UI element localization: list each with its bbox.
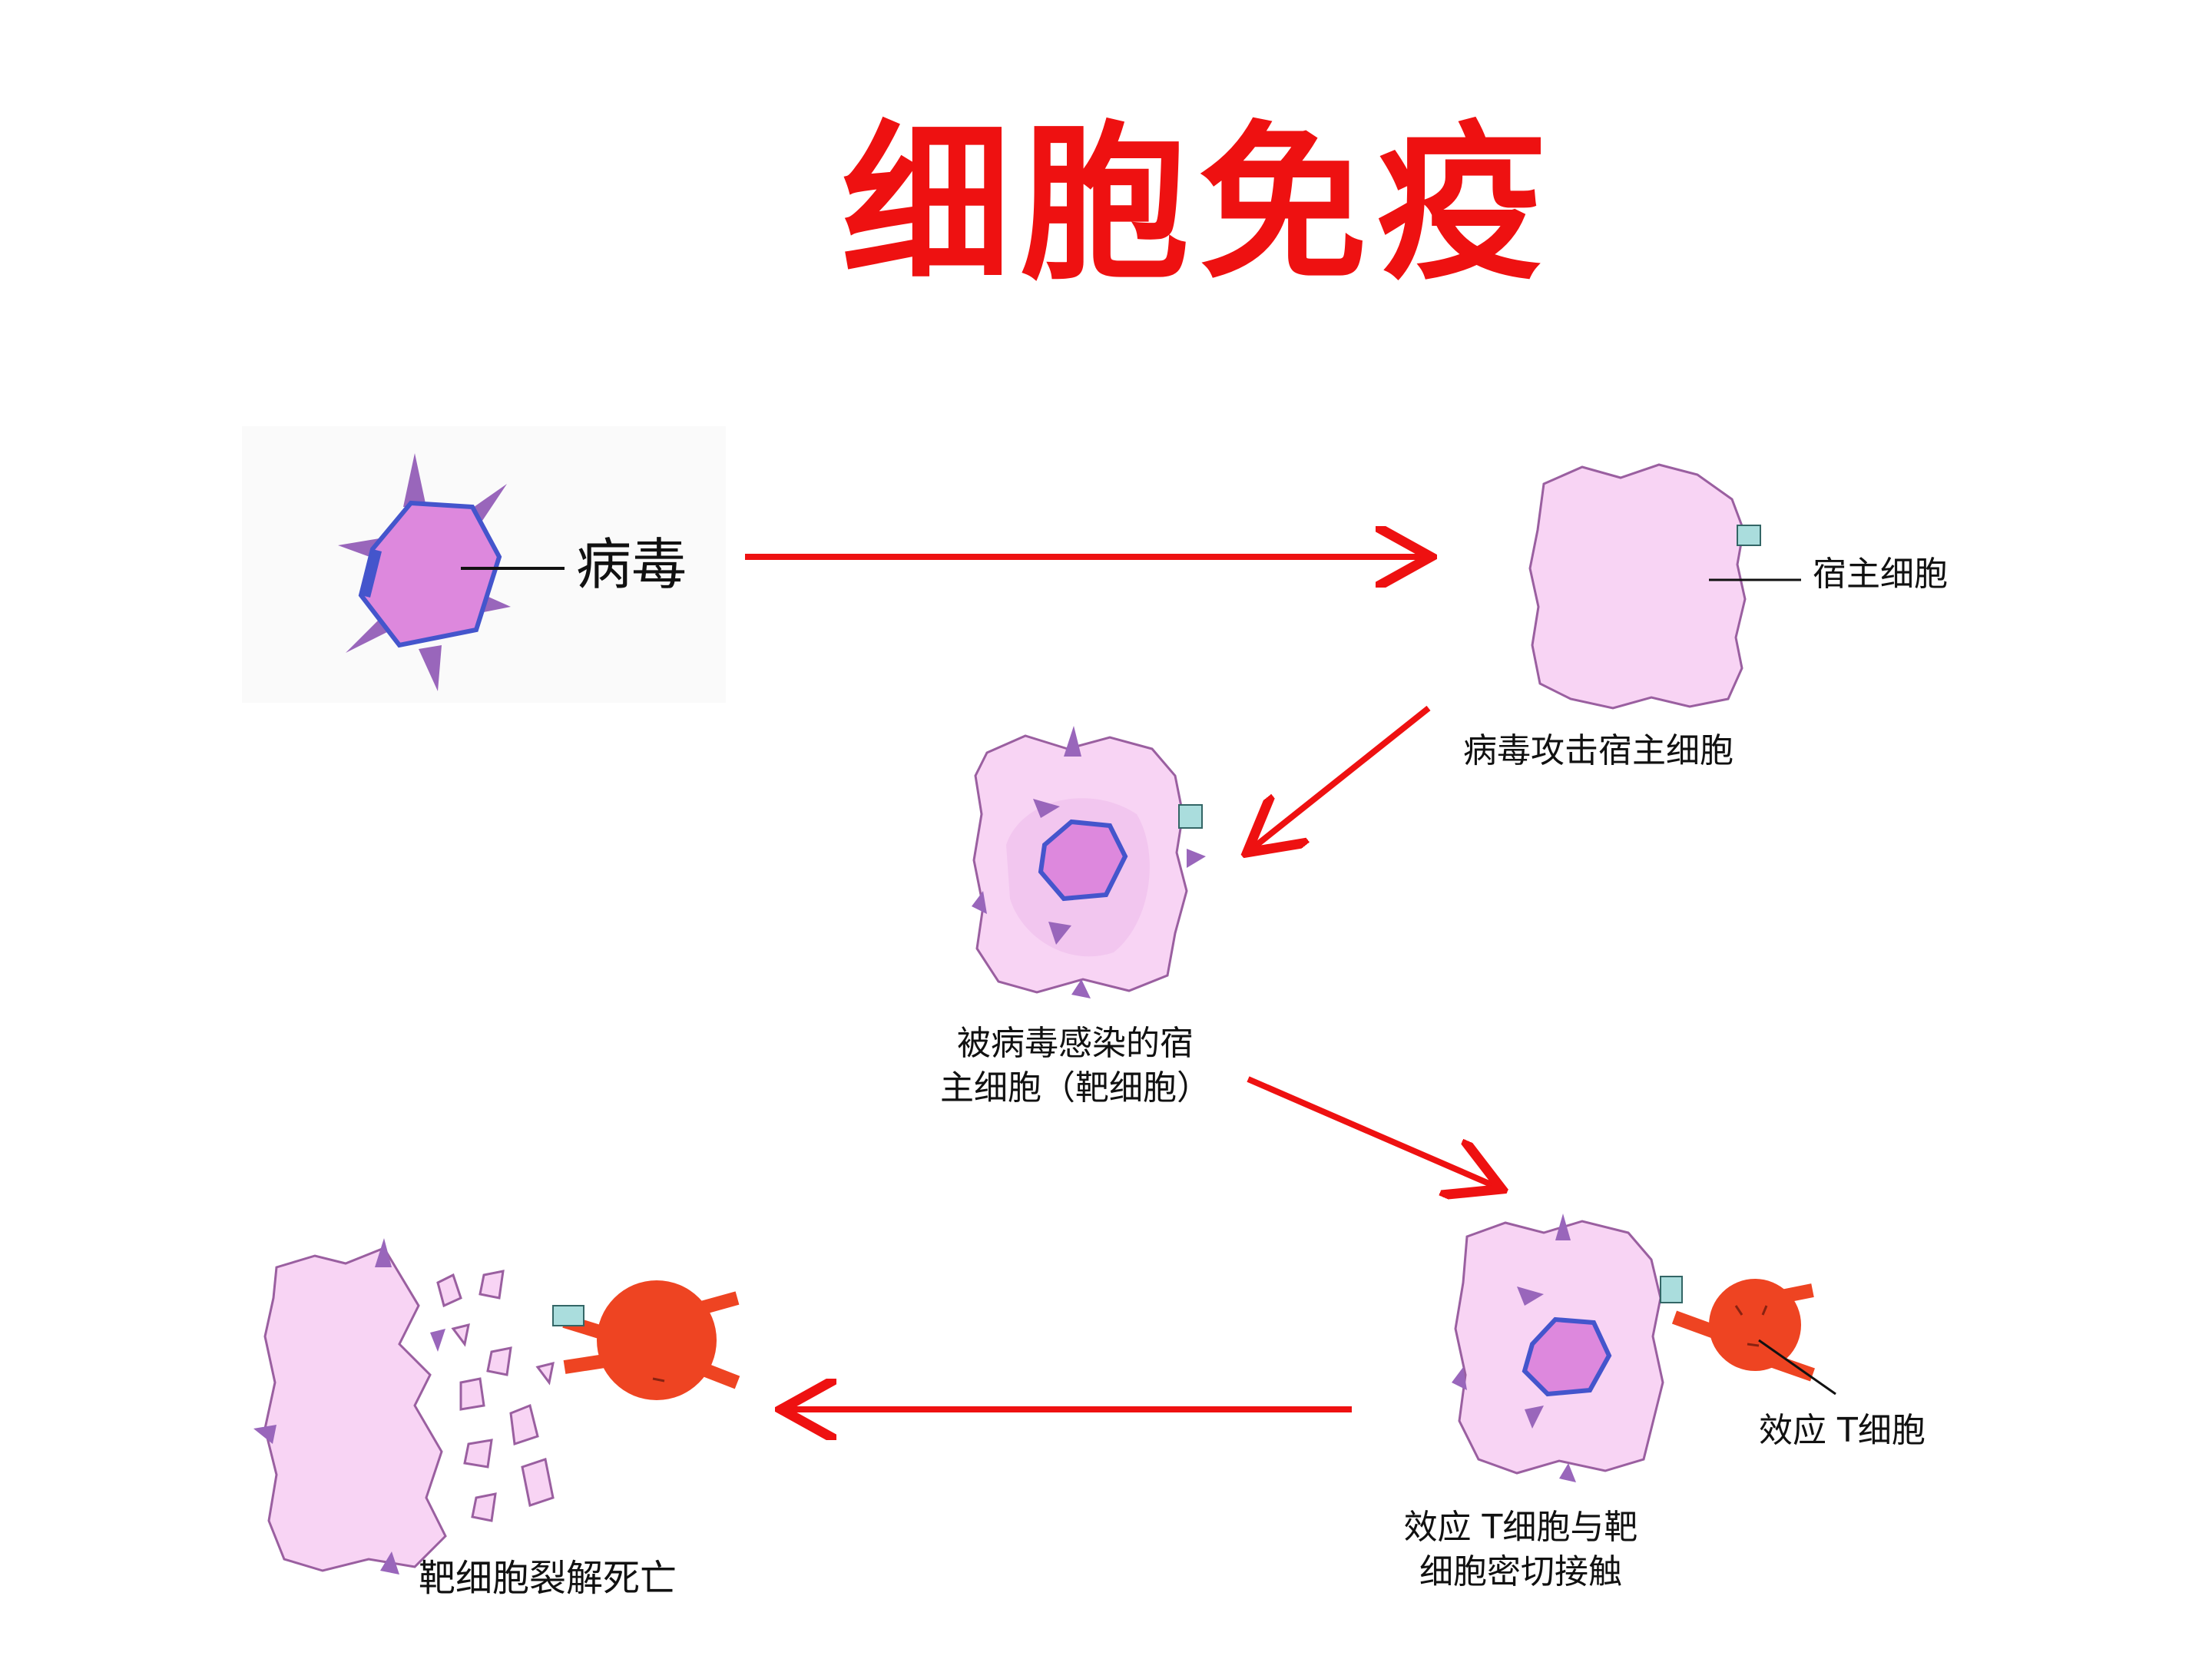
arrow-infected-to-contact: [1247, 1076, 1496, 1187]
virus-figure: [242, 426, 726, 703]
host-cell-body: [1528, 463, 1747, 710]
arrow-host-to-infected: [1252, 705, 1431, 849]
label-host-cell: 宿主细胞: [1813, 555, 1948, 594]
label-infected-line1: 被病毒感染的宿: [957, 1024, 1194, 1063]
contact-figure: [1452, 1214, 1836, 1482]
label-contact-line1: 效应 T细胞与靶: [1403, 1508, 1638, 1547]
virus-inside: [1038, 819, 1128, 902]
flow-arrows: [745, 557, 1496, 1409]
label-effector-t-cell: 效应 T细胞: [1759, 1411, 1926, 1450]
label-infected-cell: 被病毒感染的宿 主细胞（靶细胞）: [922, 1022, 1229, 1111]
lysed-cell-body: [263, 1247, 447, 1572]
label-infected-line2: 主细胞（靶细胞）: [940, 1068, 1210, 1108]
host-cell-figure: [1528, 463, 1801, 710]
cell-fragments: [436, 1270, 555, 1522]
infected-cell-figure: [972, 726, 1206, 998]
label-virus-attacks: 病毒攻击宿主细胞: [1463, 731, 1734, 770]
receptor-icon: [1737, 525, 1761, 546]
page-title: 细胞免疫: [841, 104, 1555, 303]
label-virus: 病毒: [576, 532, 687, 597]
label-contact-line2: 细胞密切接触: [1419, 1552, 1622, 1591]
label-contact: 效应 T细胞与靶 细胞密切接触: [1390, 1505, 1651, 1594]
label-lysis: 靶细胞裂解死亡: [419, 1557, 677, 1600]
lysis-t-cell: [552, 1280, 740, 1400]
effector-t-cell: [1660, 1276, 1815, 1382]
virus-body: [358, 500, 502, 648]
lysis-figure: [253, 1238, 740, 1575]
